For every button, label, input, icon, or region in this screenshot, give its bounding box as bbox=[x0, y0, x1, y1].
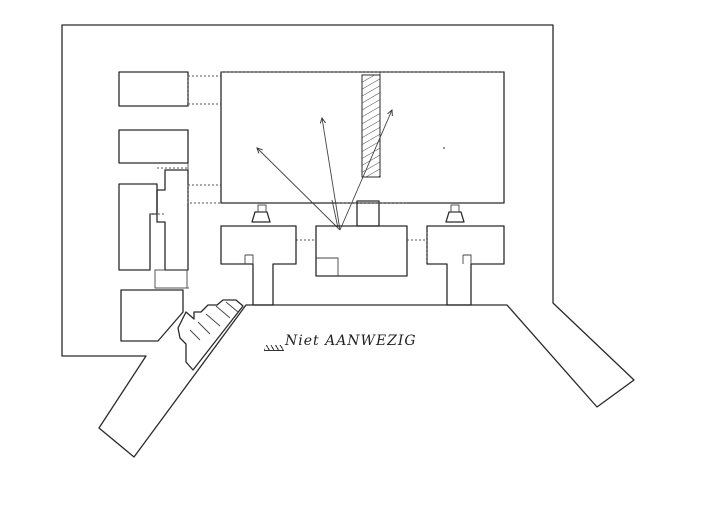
pedestal-right bbox=[445, 211, 465, 223]
room-bottom-left bbox=[120, 289, 184, 342]
pedestal-left bbox=[251, 211, 271, 223]
legend-hatch-swatch bbox=[264, 345, 284, 351]
t-room-right-notch bbox=[462, 254, 472, 264]
pedestal-left-base bbox=[257, 204, 267, 213]
outer-wall-outline bbox=[61, 24, 635, 458]
corridor-left-top bbox=[187, 75, 222, 105]
stepped-entrance bbox=[177, 299, 244, 371]
central-room bbox=[315, 225, 408, 277]
t-room-left bbox=[220, 225, 297, 306]
pedestal-right-base bbox=[450, 204, 460, 213]
central-top-block bbox=[356, 200, 380, 227]
arrow-main-left bbox=[257, 148, 341, 231]
room-left-tall bbox=[118, 183, 158, 271]
room-left-top bbox=[118, 71, 189, 107]
t-room-right bbox=[426, 225, 505, 306]
room-left-second bbox=[118, 129, 189, 164]
hall-mark-dot bbox=[443, 147, 445, 149]
t-room-left-notch bbox=[244, 254, 254, 264]
legend-label: Niet AANWEZIG bbox=[285, 333, 417, 349]
arrow-stub bbox=[331, 199, 339, 229]
entrance-steps bbox=[189, 301, 239, 341]
central-room-step bbox=[316, 257, 339, 276]
arrow-main-up bbox=[322, 118, 341, 231]
corridor-left-vertical bbox=[156, 169, 189, 271]
passage-left-low bbox=[154, 269, 188, 289]
passage-left-mid bbox=[187, 184, 222, 204]
arrow-main-right bbox=[339, 110, 392, 231]
missing-wall-hatched bbox=[361, 74, 381, 178]
